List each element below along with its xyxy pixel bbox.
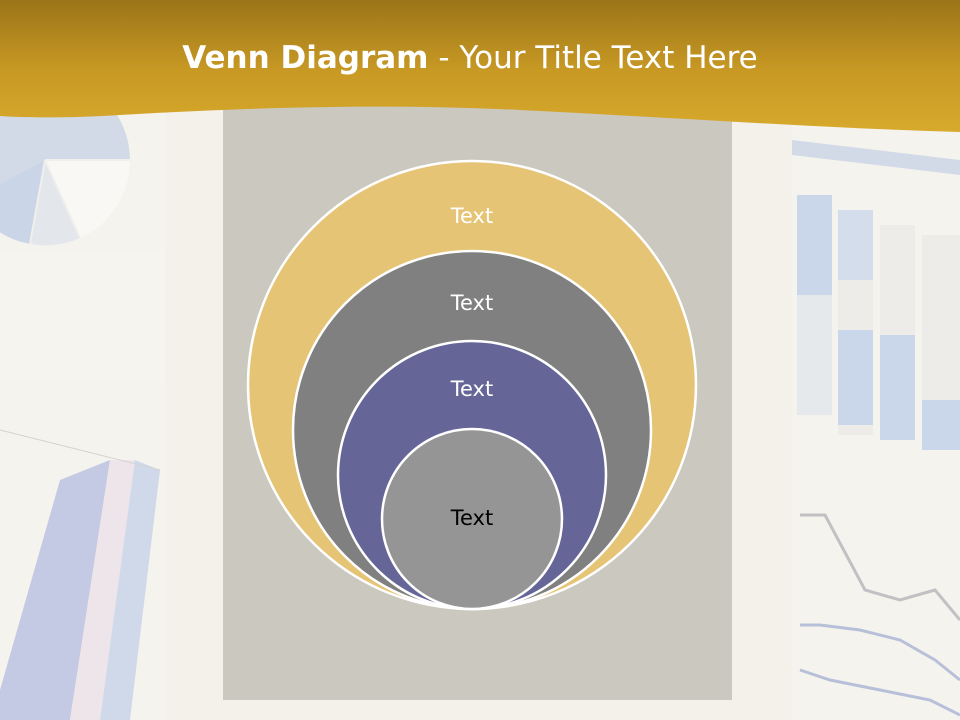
venn-ring-4-label: Text	[450, 506, 494, 530]
slide-title: Venn Diagram - Your Title Text Here	[0, 40, 940, 76]
title-rest: - Your Title Text Here	[428, 40, 758, 76]
venn-ring-1-label: Text	[450, 204, 494, 228]
venn-ring-3-label: Text	[450, 377, 494, 401]
venn-ring-4	[380, 427, 564, 611]
venn-ring-2-label: Text	[450, 291, 494, 315]
header-band	[0, 0, 960, 132]
title-bold: Venn Diagram	[182, 40, 429, 76]
